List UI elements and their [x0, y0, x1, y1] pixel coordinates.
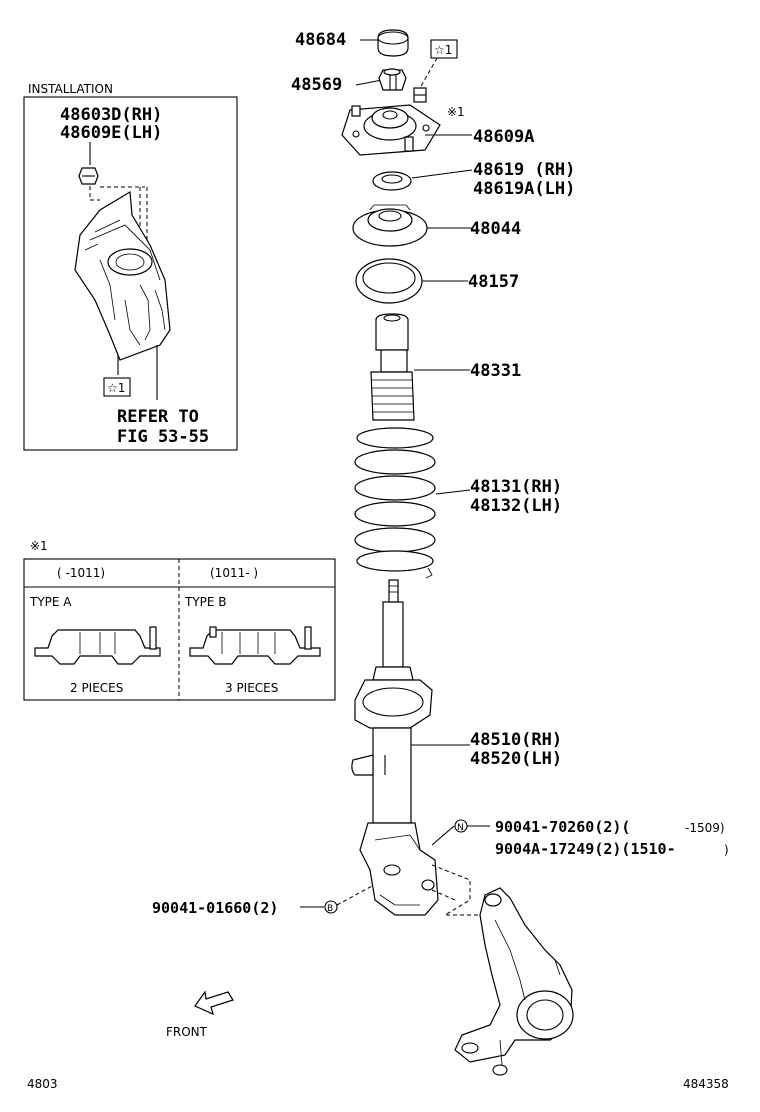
installation-title: INSTALLATION: [28, 82, 113, 96]
upper-spring-seat: [352, 204, 428, 247]
bolt-n-line2-date: ): [724, 843, 729, 857]
callout-48619a-lh: 48619A(LH): [473, 179, 575, 199]
callout-48510-rh: 48510(RH): [470, 730, 562, 750]
footer-right-code: 484358: [683, 1077, 729, 1091]
bolt-b-label: 90041-01660(2): [152, 899, 278, 917]
callout-48569: 48569: [291, 75, 342, 95]
bolt-n-line2: 9004A-17249(2)(1510-: [495, 840, 676, 858]
installation-part-rh: 48603D(RH): [60, 105, 162, 125]
callout-48131-rh: 48131(RH): [470, 477, 562, 497]
col-a-type: TYPE A: [29, 595, 72, 609]
callout-48331: 48331: [470, 361, 521, 381]
installation-frame: [23, 96, 238, 451]
col-b-qty: 3 PIECES: [225, 681, 278, 695]
installation-star-tag: ☆1: [107, 381, 125, 395]
bearing-icon: [372, 171, 412, 191]
dust-cap-icon: [377, 29, 409, 57]
shock-absorber-strut: [351, 579, 439, 916]
spring-insulator: [355, 258, 423, 304]
note-marker: ※1: [30, 539, 48, 553]
callout-48157: 48157: [468, 272, 519, 292]
footer-left-code: 4803: [27, 1077, 58, 1091]
callout-48609a: 48609A: [473, 127, 534, 147]
installation-box: INSTALLATION 48603D(RH) 48609E(LH): [23, 82, 238, 451]
star-tag-top: ☆1: [434, 43, 452, 57]
col-b-range: (1011- ): [210, 566, 258, 580]
lock-nut-icon: [378, 68, 407, 91]
col-a-qty: 2 PIECES: [70, 681, 123, 695]
bolt-n-line1-date: -1509): [685, 821, 725, 835]
strut-mount-support: [341, 104, 441, 156]
bolt-n-marker: N: [457, 823, 464, 833]
callout-48044: 48044: [470, 219, 521, 239]
callout-48619-rh: 48619 (RH): [473, 160, 575, 180]
fender-apron-body: [74, 190, 171, 361]
nut-icon: [78, 167, 99, 185]
type-b-mount-icon: [189, 626, 321, 665]
type-a-mount-icon: [34, 626, 161, 665]
refer-to-line2: FIG 53-55: [117, 427, 209, 447]
steering-knuckle: [454, 887, 574, 1076]
stud-bolt-icon: [413, 87, 427, 103]
callout-48132-lh: 48132(LH): [470, 496, 562, 516]
callout-48684: 48684: [295, 30, 346, 50]
front-arrow-icon: [194, 990, 234, 1016]
bump-stopper-boot: [370, 313, 415, 421]
bolt-n-line1: 90041-70260(2)(: [495, 818, 630, 836]
bolt-b-marker: B: [327, 904, 333, 914]
callout-48520-lh: 48520(LH): [470, 749, 562, 769]
front-label: FRONT: [166, 1025, 208, 1039]
note-marker-top: ※1: [447, 105, 465, 119]
col-b-type: TYPE B: [184, 595, 227, 609]
col-a-range: ( -1011): [57, 566, 105, 580]
coil-spring: [354, 427, 436, 579]
installation-part-lh: 48609E(LH): [60, 123, 162, 143]
refer-to-line1: REFER TO: [117, 407, 199, 427]
note-table: ※1 ( -1011) (1011- ) TYPE A TYPE B 2 PIE…: [23, 539, 336, 701]
